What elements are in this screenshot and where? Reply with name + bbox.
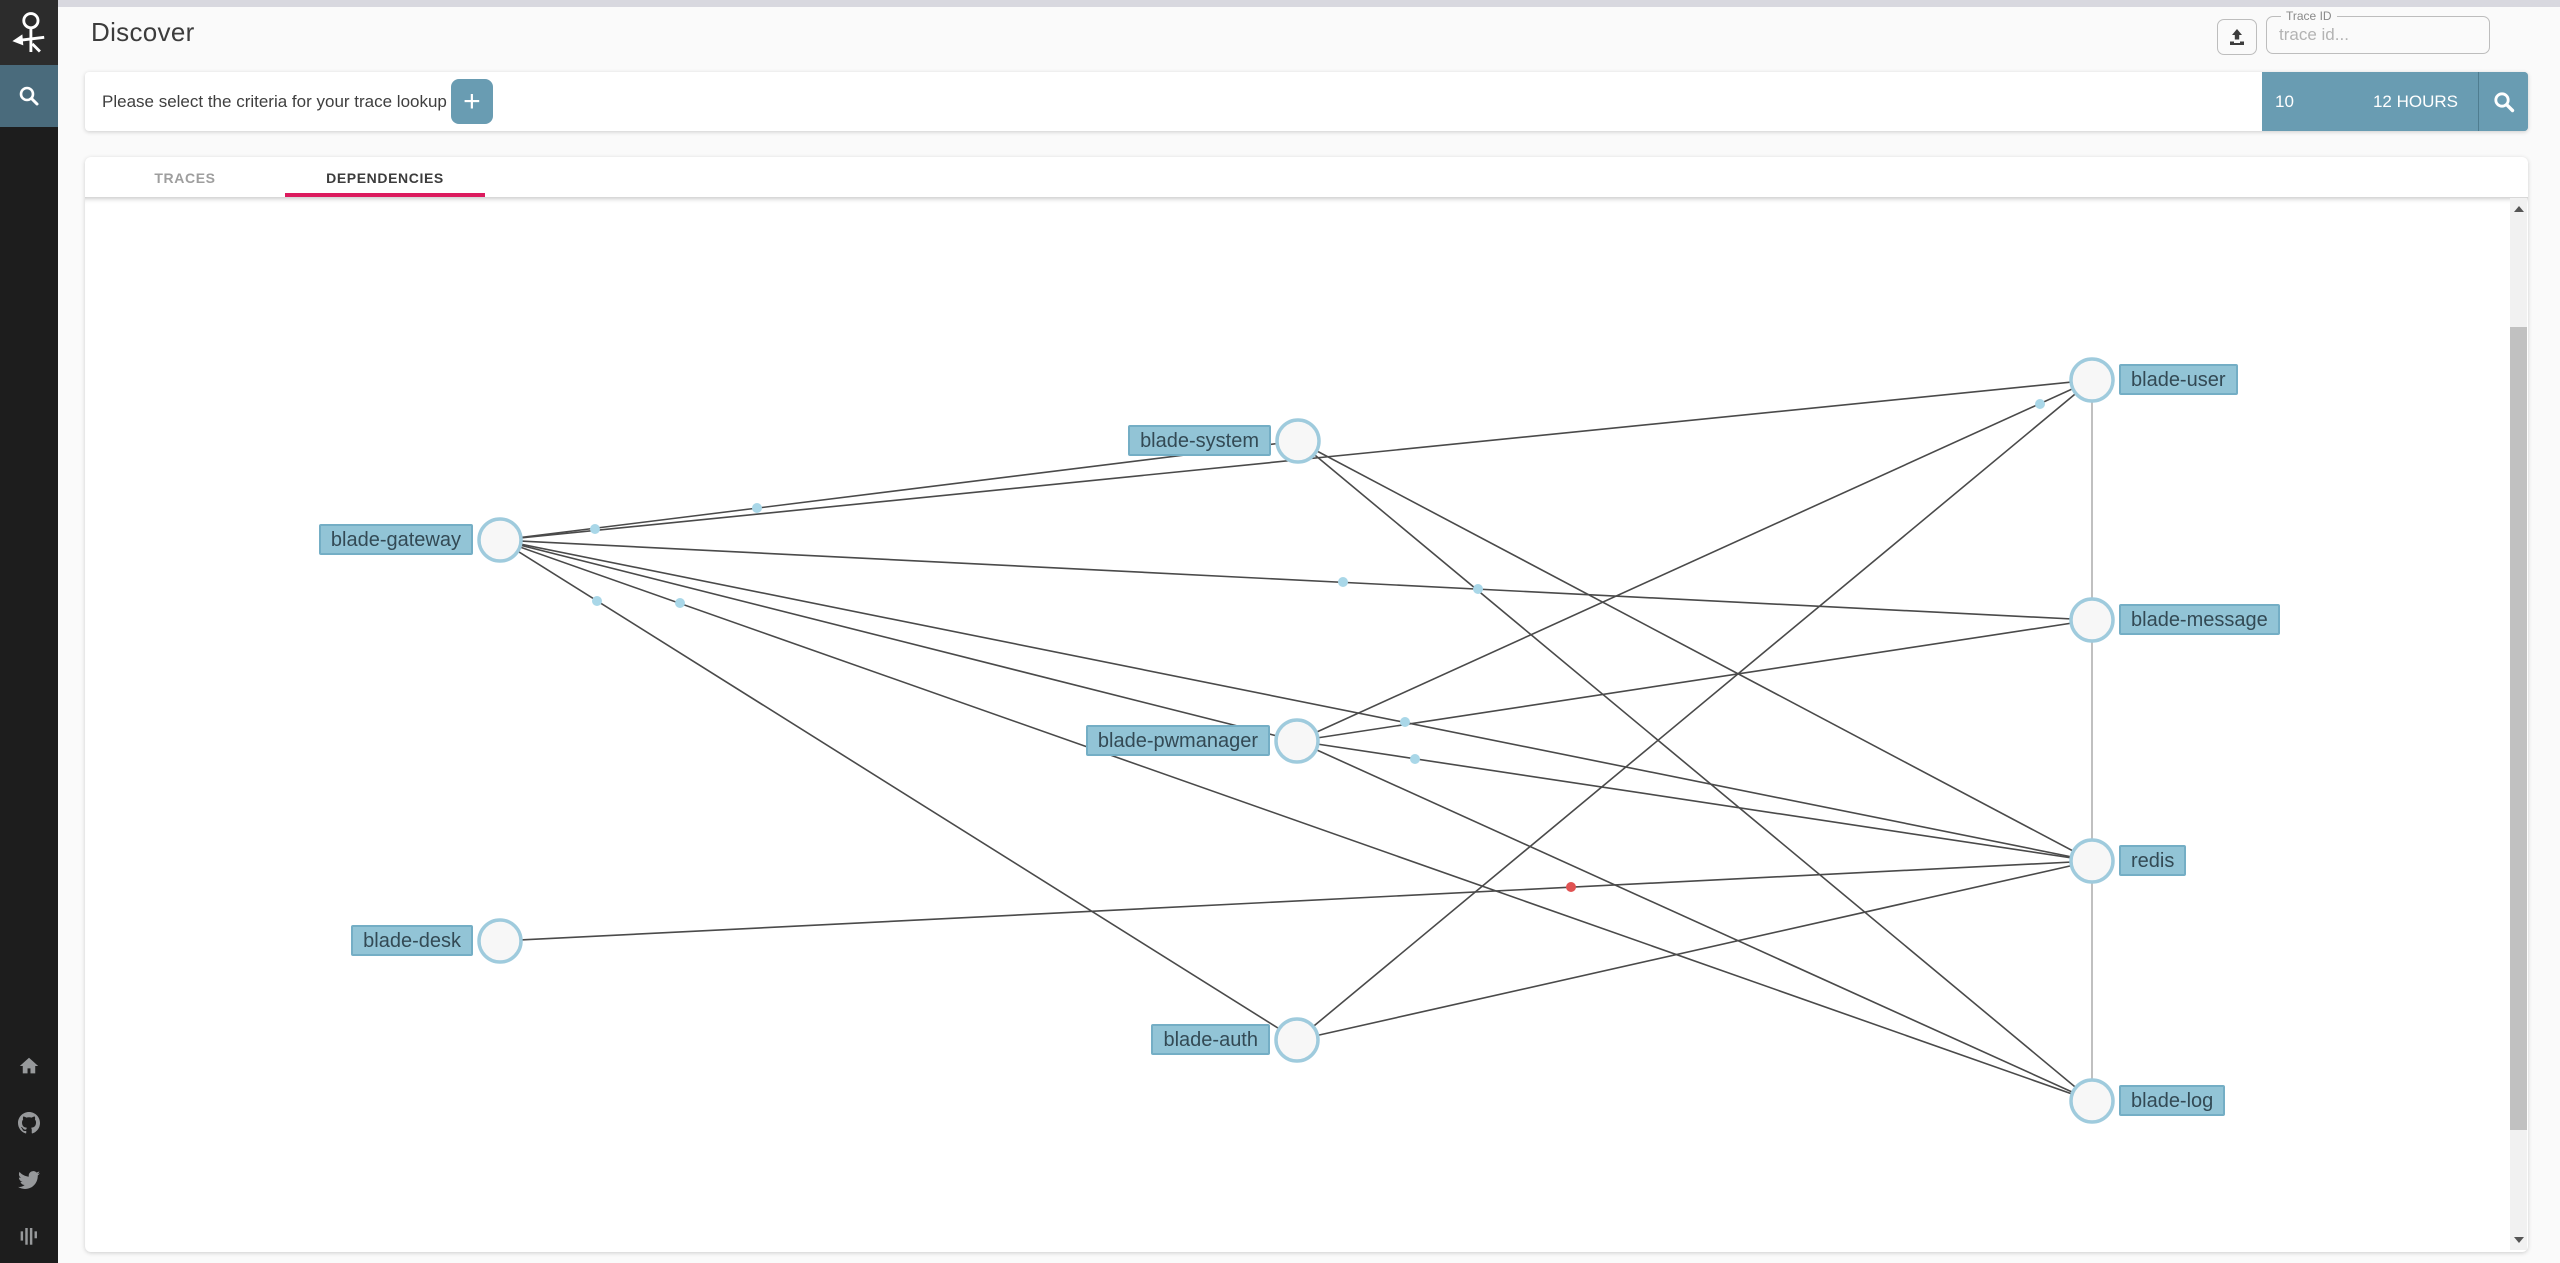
results-card: TRACES DEPENDENCIES blade-gateway blade-d… xyxy=(85,157,2528,1252)
twitter-icon xyxy=(18,1171,40,1189)
node-label-blade-system[interactable]: blade-system xyxy=(1128,425,1271,456)
graph-edge-blade-system-to-blade-log xyxy=(1297,440,2093,1102)
trace-id-field[interactable]: Trace ID xyxy=(2266,9,2490,54)
main-content: Discover Trace ID Please select the crit… xyxy=(58,0,2560,1263)
graph-edge-blade-gateway-to-blade-system xyxy=(499,440,1299,541)
page-title: Discover xyxy=(91,17,195,47)
search-icon xyxy=(19,86,39,106)
traffic-particle xyxy=(1473,584,1483,594)
github-icon xyxy=(18,1112,40,1134)
node-label-blade-log[interactable]: blade-log xyxy=(2119,1085,2226,1116)
header-controls: Trace ID xyxy=(2217,9,2490,55)
graph-edge-blade-gateway-to-blade-pwmanager xyxy=(499,539,1298,742)
graph-node-blade-system[interactable] xyxy=(1275,418,1321,464)
graph-edge-blade-pwmanager-to-blade-log xyxy=(1296,740,2093,1102)
node-label-blade-auth[interactable]: blade-auth xyxy=(1151,1024,1270,1055)
node-label-blade-pwmanager[interactable]: blade-pwmanager xyxy=(1085,725,1270,756)
add-criteria-button[interactable]: + xyxy=(450,79,493,124)
lookup-values: 10 12 HOURS xyxy=(2262,72,2478,131)
gitter-link[interactable] xyxy=(17,1225,41,1249)
graph-edge-blade-gateway-to-redis xyxy=(499,539,2093,862)
node-label-blade-desk[interactable]: blade-desk xyxy=(351,925,473,956)
scroll-down-button[interactable] xyxy=(2510,1231,2527,1248)
sidebar-footer xyxy=(0,1054,58,1263)
graph-edge-blade-system-to-redis xyxy=(1297,440,2093,862)
scrollbar-thumb[interactable] xyxy=(2510,327,2527,1130)
github-link[interactable] xyxy=(17,1111,41,1135)
node-label-blade-gateway[interactable]: blade-gateway xyxy=(318,524,473,555)
sidebar-item-search[interactable] xyxy=(0,65,58,127)
graph-edge-blade-pwmanager-to-redis xyxy=(1296,740,2093,862)
graph-edge-blade-auth-to-blade-user xyxy=(1296,379,2093,1041)
node-label-blade-user[interactable]: blade-user xyxy=(2119,364,2238,395)
graph-edge-blade-auth-to-redis xyxy=(1296,860,2093,1041)
vertical-scrollbar[interactable] xyxy=(2510,198,2527,1250)
lookback-value[interactable]: 12 HOURS xyxy=(2372,91,2458,111)
graph-node-blade-pwmanager[interactable] xyxy=(1274,718,1320,764)
lookup-bar: Please select the criteria for your trac… xyxy=(85,72,2528,131)
tab-traces[interactable]: TRACES xyxy=(154,170,216,186)
search-icon xyxy=(2493,91,2514,112)
home-icon xyxy=(19,1057,39,1074)
zipkin-logo[interactable] xyxy=(0,0,58,65)
scroll-up-button[interactable] xyxy=(2510,200,2527,217)
traffic-particle xyxy=(1338,577,1348,587)
graph-node-blade-gateway[interactable] xyxy=(477,517,523,563)
graph-edge-blade-pwmanager-to-blade-message xyxy=(1296,619,2093,742)
lookup-hint: Please select the criteria for your trac… xyxy=(102,91,447,111)
traffic-particle xyxy=(592,596,602,606)
tab-dependencies[interactable]: DEPENDENCIES xyxy=(285,157,485,197)
twitter-link[interactable] xyxy=(17,1168,41,1192)
plus-icon: + xyxy=(463,84,481,118)
zipkin-logo-icon xyxy=(12,11,45,53)
graph-node-blade-user[interactable] xyxy=(2069,357,2115,403)
graph-edge-blade-pwmanager-to-blade-user xyxy=(1296,379,2093,742)
traffic-particle xyxy=(1400,717,1410,727)
traffic-particle xyxy=(1410,754,1420,764)
error-particle xyxy=(1566,882,1576,892)
traffic-particle xyxy=(675,598,685,608)
graph-node-blade-log[interactable] xyxy=(2069,1078,2115,1124)
result-tabs: TRACES DEPENDENCIES xyxy=(85,157,2528,197)
traffic-particle xyxy=(2035,399,2045,409)
traffic-particle xyxy=(752,503,762,513)
graph-node-blade-message[interactable] xyxy=(2069,597,2115,643)
lookup-settings: 10 12 HOURS xyxy=(2262,72,2528,131)
graph-node-redis[interactable] xyxy=(2069,838,2115,884)
graph-edge-blade-gateway-to-blade-auth xyxy=(499,539,1298,1041)
limit-value[interactable]: 10 xyxy=(2275,91,2294,111)
search-button[interactable] xyxy=(2478,72,2528,131)
page-header: Discover Trace ID xyxy=(58,0,2560,65)
arrow-up-icon xyxy=(2513,205,2524,212)
arrow-down-icon xyxy=(2513,1236,2524,1243)
home-link[interactable] xyxy=(17,1054,41,1078)
upload-trace-button[interactable] xyxy=(2217,19,2257,55)
sidebar xyxy=(0,0,58,1263)
node-label-blade-message[interactable]: blade-message xyxy=(2119,604,2280,635)
traffic-particle xyxy=(590,524,600,534)
graph-node-blade-auth[interactable] xyxy=(1274,1017,1320,1063)
lookup-criteria-area[interactable]: Please select the criteria for your trac… xyxy=(85,72,2262,131)
top-strip xyxy=(58,0,2560,7)
graph-node-blade-desk[interactable] xyxy=(477,918,523,964)
upload-icon xyxy=(2230,29,2244,45)
node-label-redis[interactable]: redis xyxy=(2119,845,2187,876)
dependency-graph-area[interactable]: blade-gateway blade-desk blade-system blade… xyxy=(85,197,2528,1252)
dependency-graph[interactable] xyxy=(85,197,2510,1252)
graph-edge-blade-desk-to-redis xyxy=(499,860,2093,942)
trace-id-input[interactable] xyxy=(2267,17,2489,53)
trace-id-label: Trace ID xyxy=(2281,9,2337,23)
gitter-icon xyxy=(20,1228,37,1245)
graph-edge-blade-gateway-to-blade-log xyxy=(499,539,2093,1102)
graph-edge-blade-gateway-to-blade-message xyxy=(499,539,2093,621)
